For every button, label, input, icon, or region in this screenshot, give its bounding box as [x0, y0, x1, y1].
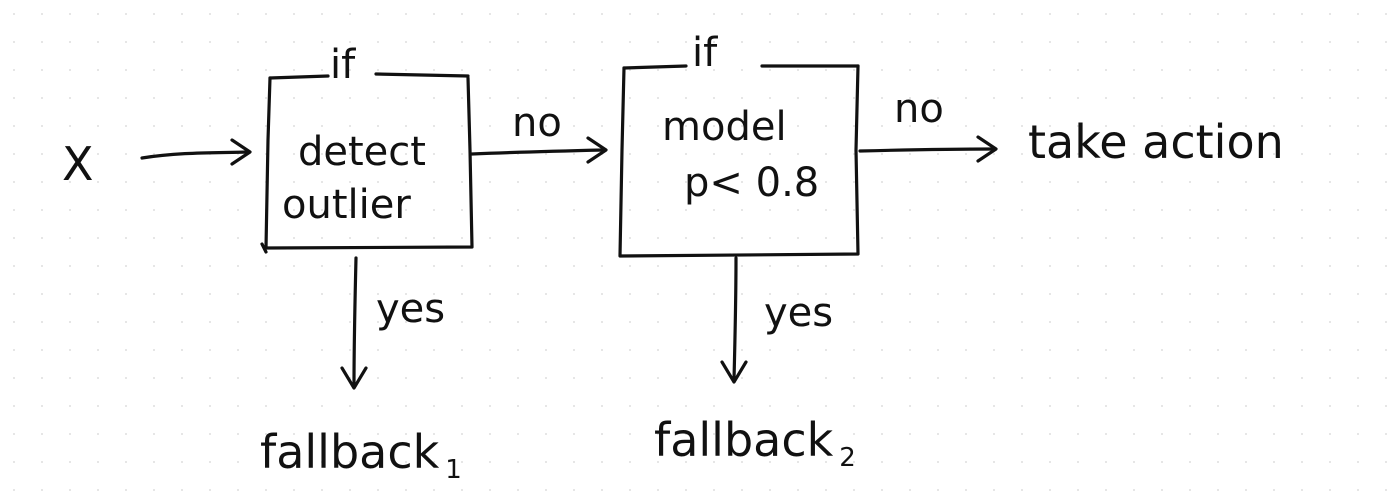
detect-outlier-box [260, 72, 474, 254]
box1-header: if [330, 42, 356, 88]
arrow-model-to-action [858, 135, 998, 163]
box1-line1: detect [298, 129, 426, 175]
fallback2-text: fallback [654, 413, 834, 467]
fallback1-subscript: 1 [445, 455, 462, 485]
box2-line1: model [662, 104, 787, 150]
box2-line2: p< 0.8 [684, 160, 819, 206]
input-label: X [62, 137, 94, 191]
edge-no-1-label: no [512, 100, 562, 146]
arrow-detect-to-fallback1 [340, 256, 368, 390]
arrow-input-to-detect [140, 138, 252, 166]
model-box [618, 64, 860, 258]
box2-header: if [692, 30, 718, 76]
take-action-label: take action [1028, 115, 1284, 169]
arrow-detect-to-model [470, 136, 608, 164]
arrow-model-to-fallback2 [720, 256, 748, 384]
fallback1-text: fallback [260, 425, 440, 479]
edge-yes-1-label: yes [376, 286, 445, 332]
edge-no-2-label: no [894, 86, 944, 132]
edge-yes-2-label: yes [764, 290, 833, 336]
box1-line2: outlier [282, 182, 411, 228]
fallback2-subscript: 2 [839, 443, 856, 473]
